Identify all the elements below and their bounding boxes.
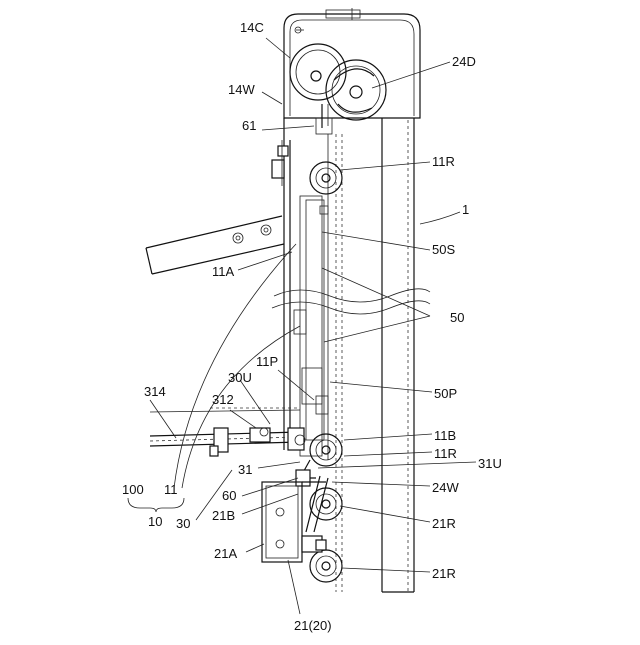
- label-21r-b: 21R: [432, 566, 456, 581]
- label-11r-top: 11R: [432, 154, 455, 169]
- label-31u: 31U: [478, 456, 502, 471]
- label-31: 31: [238, 462, 252, 477]
- rail-column: [328, 118, 414, 592]
- label-50p: 50P: [434, 386, 457, 401]
- label-14c: 14C: [240, 20, 264, 35]
- roller-21r-a: [310, 488, 342, 520]
- label-21b: 21B: [212, 508, 235, 523]
- label-10: 10: [148, 514, 162, 529]
- label-11p: 11P: [256, 354, 278, 369]
- label-11r-mid: 11R: [434, 446, 457, 461]
- label-61: 61: [242, 118, 256, 133]
- top-housing: [284, 8, 420, 134]
- label-21a: 21A: [214, 546, 237, 561]
- label-11: 11: [164, 482, 178, 497]
- label-30u: 30U: [228, 370, 252, 385]
- label-50s: 50S: [432, 242, 455, 257]
- label-14w: 14W: [228, 82, 255, 97]
- roller-11r-top: [310, 162, 342, 194]
- label-24w: 24W: [432, 480, 459, 495]
- label-100: 100: [122, 482, 144, 497]
- label-21r-a: 21R: [432, 516, 456, 531]
- lower-bar: [150, 408, 305, 456]
- label-50: 50: [450, 310, 464, 325]
- label-30: 30: [176, 516, 190, 531]
- label-314: 314: [144, 384, 166, 399]
- label-21-20: 21(20): [294, 618, 332, 633]
- label-1: 1: [462, 202, 469, 217]
- label-11a: 11A: [212, 264, 234, 279]
- slider-block: [294, 196, 328, 456]
- label-11b: 11B: [434, 428, 456, 443]
- label-312: 312: [212, 392, 234, 407]
- label-24d: 24D: [452, 54, 476, 69]
- left-bracket: [272, 118, 290, 450]
- label-60: 60: [222, 488, 236, 503]
